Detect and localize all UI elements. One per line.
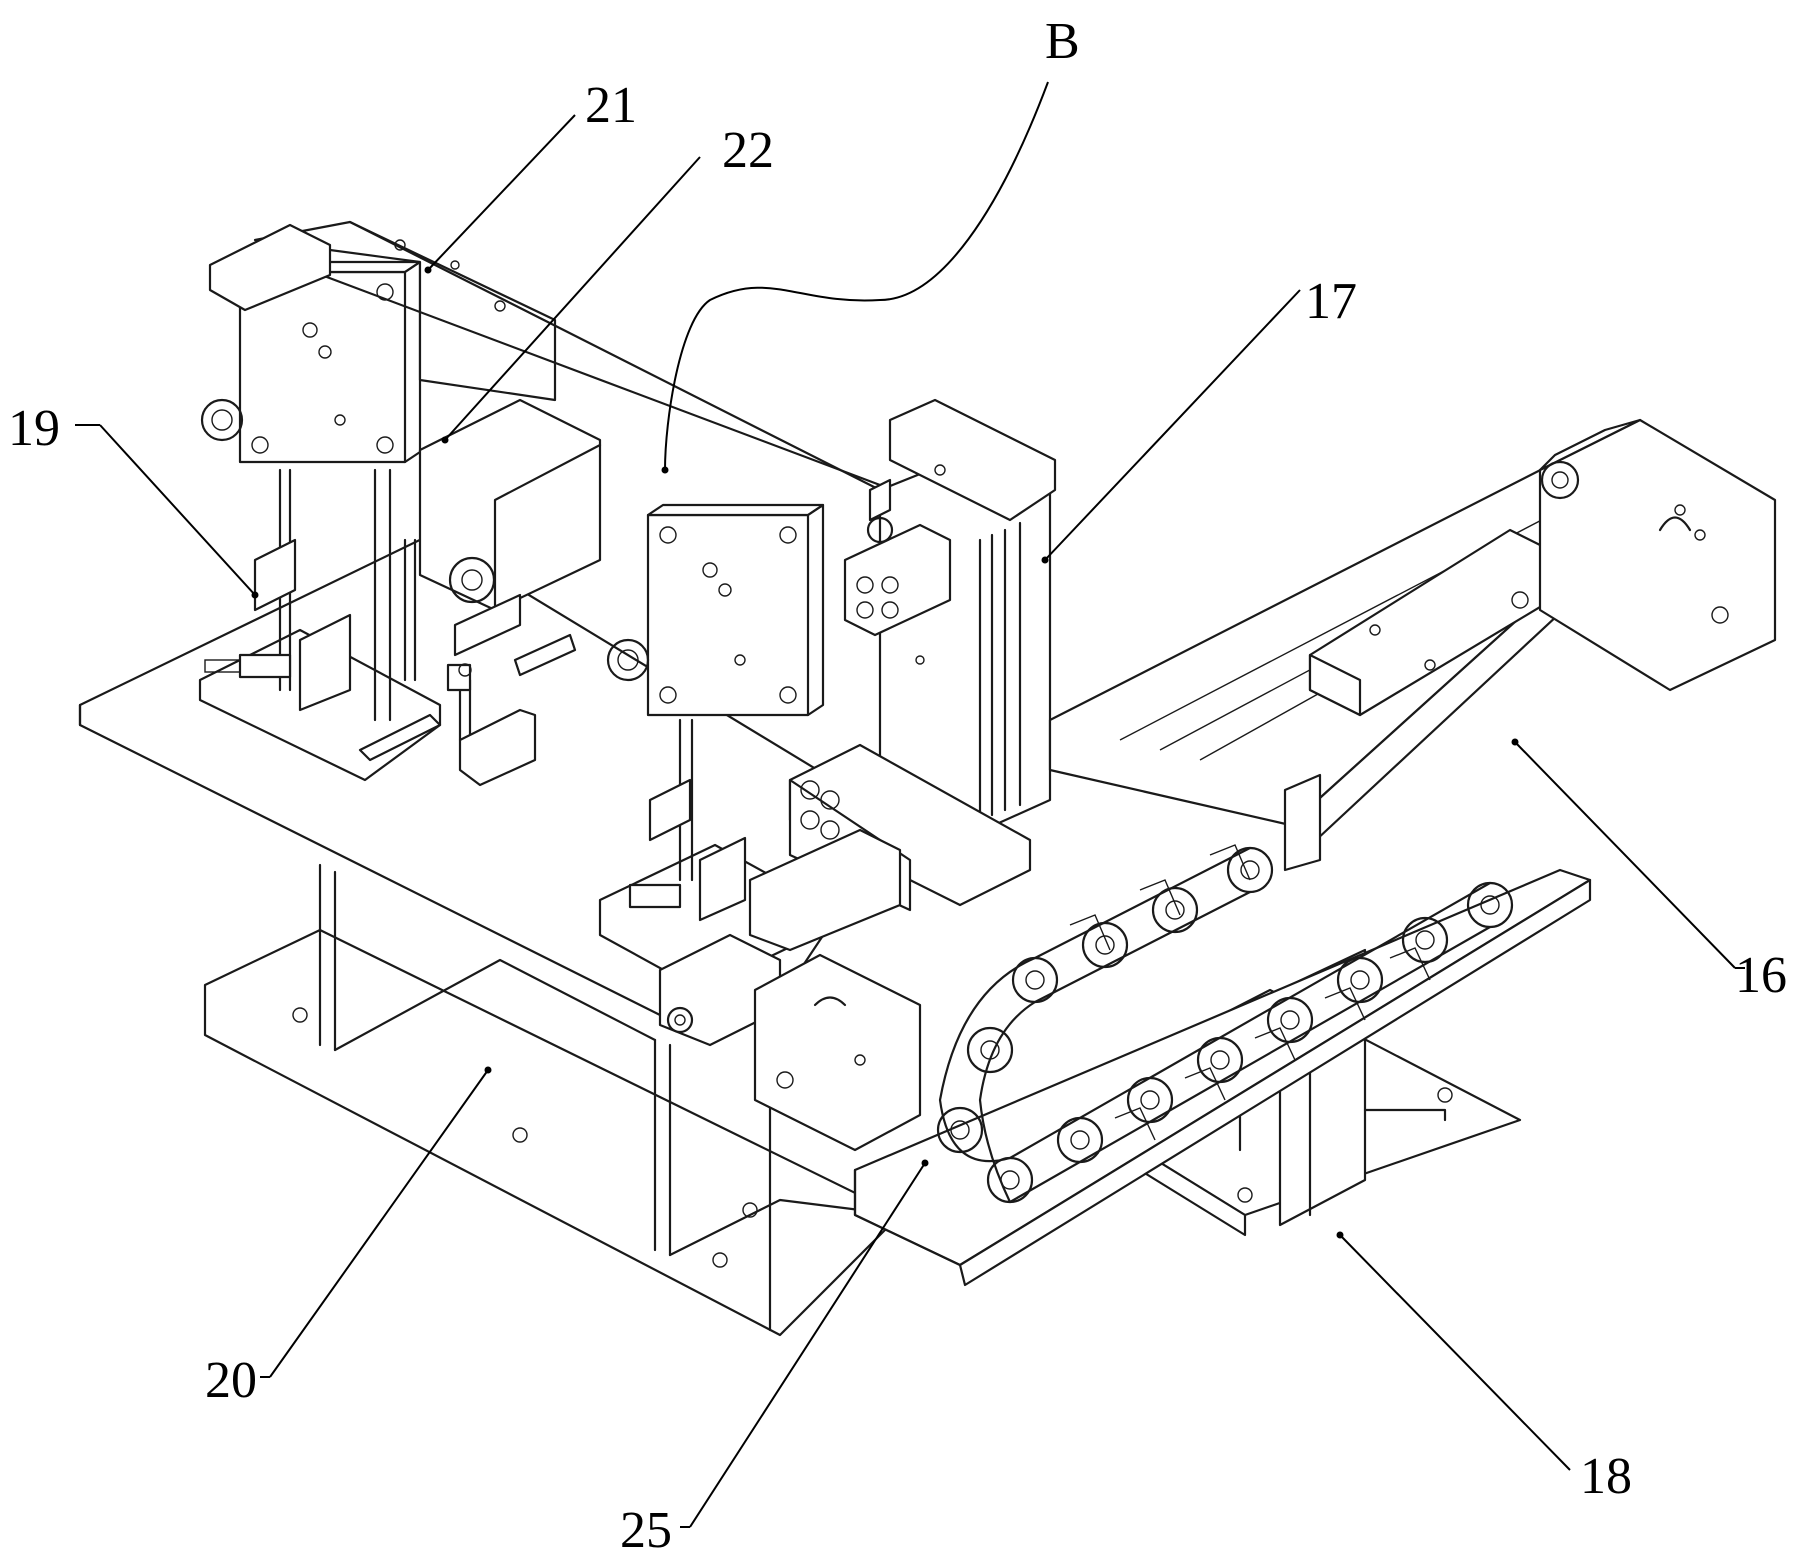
label-16: 16: [1735, 947, 1787, 1004]
label-17: 17: [1305, 273, 1357, 330]
label-B: B: [1045, 13, 1080, 70]
label-25: 25: [620, 1502, 672, 1557]
label-22: 22: [722, 122, 774, 179]
label-18: 18: [1580, 1448, 1632, 1505]
linear-rail: [1050, 420, 1775, 870]
label-19: 19: [8, 400, 60, 457]
label-20: 20: [205, 1352, 257, 1409]
label-21: 21: [585, 77, 637, 134]
